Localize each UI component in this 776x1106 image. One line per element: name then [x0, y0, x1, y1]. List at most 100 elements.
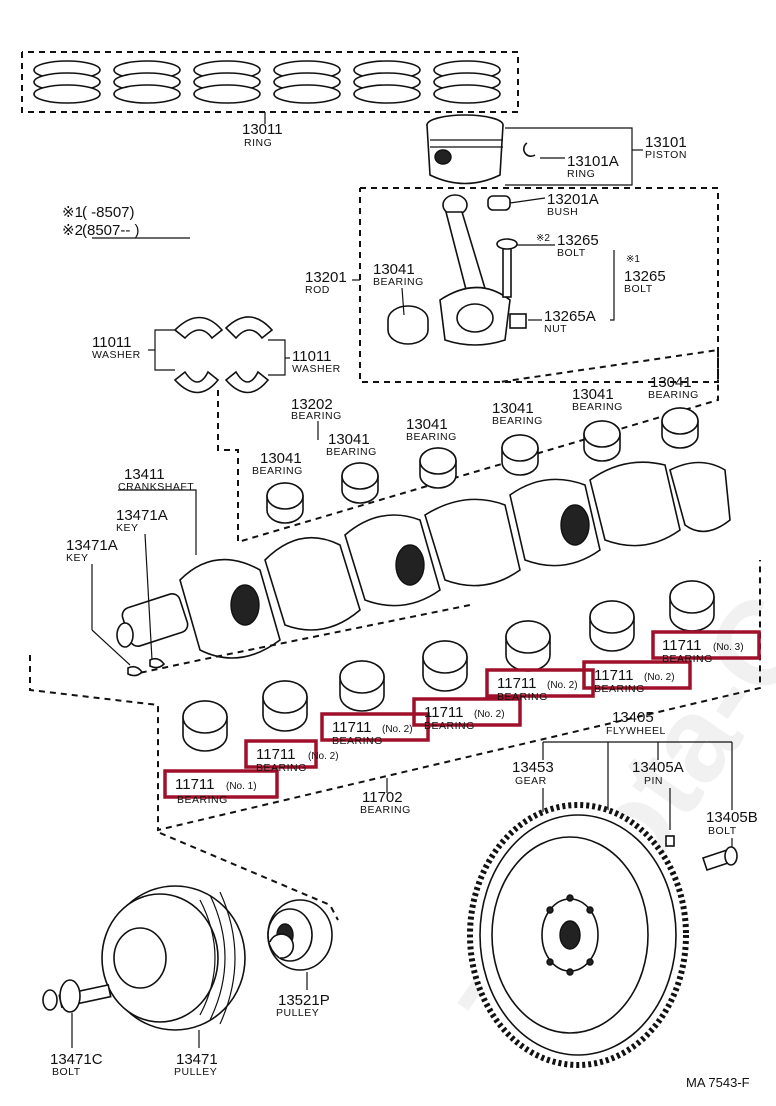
bearing-11711-no2-b-name: BEARING: [332, 735, 383, 747]
crankshaft-part-name: CRANKSHAFT: [118, 481, 194, 493]
crank-bearing-6-part-number: 13041: [650, 374, 692, 391]
flywheel-bolt-part-number: 13405B: [706, 809, 758, 826]
note-2-mark: ※2: [62, 222, 83, 239]
ring-part-number: 13011: [242, 121, 283, 138]
piston-ring-part-name: RING: [567, 168, 595, 180]
crank-bearing-6-part-name: BEARING: [648, 389, 699, 401]
bearing-11711-no2-c-name: BEARING: [424, 720, 475, 732]
bearing-11711-no2-e-name: BEARING: [594, 683, 645, 695]
crank-bearing-1-part-name: BEARING: [252, 465, 303, 477]
bearing-11711-no2-c-number: 11711: [424, 704, 464, 721]
key-b-part-number: 13471A: [66, 537, 118, 554]
bolt-1-part-name: BOLT: [624, 283, 653, 295]
connecting-rod-drawing: [387, 194, 527, 346]
bearing-11711-no2-b-suffix: (No. 2): [382, 724, 413, 735]
main-bearing-part-name: BEARING: [360, 804, 411, 816]
crank-bearing-2-part-number: 13041: [328, 431, 370, 448]
gear-part-name: GEAR: [515, 775, 547, 787]
bolt-2-part-name: BOLT: [557, 247, 586, 259]
footer-code: MA 7543-F: [686, 1075, 750, 1090]
note-1-mark: ※1: [62, 204, 83, 221]
bolt-1-part-number: 13265: [624, 268, 666, 285]
crank-bearing-3-part-number: 13041: [406, 416, 448, 433]
timing-pulley-drawing: [267, 899, 333, 971]
washer-right-part-name: WASHER: [292, 363, 341, 375]
bearing-11711-no1-suffix: (No. 1): [226, 781, 257, 792]
crank-bearing-3-part-name: BEARING: [406, 431, 457, 443]
flywheel-bolt-part-name: BOLT: [708, 825, 737, 837]
bearing-11711-no2-d-suffix: (No. 2): [547, 680, 578, 691]
bearing-11711-no2-a-suffix: (No. 2): [308, 751, 339, 762]
piston-part-name: PISTON: [645, 149, 687, 161]
pulley-p-part-number: 13521P: [278, 992, 330, 1009]
nut-part-name: NUT: [544, 323, 567, 335]
crankshaft-drawing: [116, 461, 731, 659]
pulley-bolt-part-number: 13471C: [50, 1051, 103, 1068]
crank-bearing-2-part-name: BEARING: [326, 446, 377, 458]
note-1-text: ( -8507): [82, 204, 135, 221]
pulley-p-part-name: PULLEY: [276, 1007, 319, 1019]
pulley-part-name: PULLEY: [174, 1066, 217, 1078]
piston-part-number: 13101: [645, 134, 687, 151]
bearing-11711-no3[interactable]: 11711 (No. 3) BEARING: [651, 630, 761, 665]
piston-drawing: [426, 114, 536, 185]
crank-bearing-4-part-number: 13041: [492, 400, 534, 417]
bearing-11711-no2-e-number: 11711: [594, 667, 634, 684]
lower-bearing-shells: [182, 580, 715, 752]
bearing-11711-no1-name: BEARING: [177, 794, 228, 806]
pin-part-number: 13405A: [632, 759, 684, 776]
bearing-11711-no1[interactable]: 11711 (No. 1) BEARING: [163, 769, 279, 806]
crank-bearing-1-part-number: 13041: [260, 450, 302, 467]
bearing-11711-no2-d-name: BEARING: [497, 691, 548, 703]
pulley-part-number: 13471: [176, 1051, 218, 1068]
bearing-11711-no3-suffix: (No. 3): [713, 642, 744, 653]
bolt-2-mark: ※2: [536, 233, 550, 244]
flywheel-part-number: 13405: [612, 709, 654, 726]
thrust-washers-drawing: [173, 316, 274, 394]
key-a-part-number: 13471A: [116, 507, 168, 524]
washer-left-part-name: WASHER: [92, 349, 141, 361]
bush-part-name: BUSH: [547, 206, 578, 218]
crank-bearing-5-part-name: BEARING: [572, 401, 623, 413]
ring-part-name: RING: [244, 137, 272, 149]
bearing-11711-no2-b[interactable]: 11711 (No. 2) BEARING: [320, 712, 430, 747]
bearing-11711-no2-d-number: 11711: [497, 675, 537, 692]
nut-part-number: 13265A: [544, 308, 596, 325]
crank-bearing-5-part-number: 13041: [572, 386, 614, 403]
bearing-11711-no2-a-name: BEARING: [256, 762, 307, 774]
key-a-part-name: KEY: [116, 522, 139, 534]
main-bearing-part-number: 11702: [362, 789, 403, 806]
crank-bearing-4-part-name: BEARING: [492, 415, 543, 427]
key-b-part-name: KEY: [66, 552, 89, 564]
bearing-11711-no2-d[interactable]: 11711 (No. 2) BEARING: [485, 668, 595, 703]
washer-left-part-number: 11011: [92, 334, 132, 351]
piston-ring-set: [21, 51, 519, 113]
bearing-11711-no2-b-number: 11711: [332, 719, 372, 736]
crank-pulley-drawing: [42, 885, 246, 1031]
note-2-text: (8507-- ): [82, 222, 140, 239]
bearing-11711-no2-a[interactable]: 11711 (No. 2) BEARING: [244, 739, 339, 774]
crankshaft-part-number: 13411: [124, 466, 165, 483]
bearing-11711-no3-name: BEARING: [662, 653, 713, 665]
rod-part-number: 13201: [305, 269, 347, 286]
bolt-1-mark: ※1: [626, 254, 640, 265]
gear-part-number: 13453: [512, 759, 554, 776]
bearing-11711-no3-number: 11711: [662, 637, 702, 654]
bearing-13202-part-number: 13202: [291, 396, 333, 413]
rod-bearing-part-name: BEARING: [373, 276, 424, 288]
bolt-2-part-number: 13265: [557, 232, 599, 249]
bearing-11711-no2-c-suffix: (No. 2): [474, 709, 505, 720]
bearing-11711-no2-a-number: 11711: [256, 746, 296, 763]
pin-part-name: PIN: [644, 775, 663, 787]
bearing-11711-no2-e[interactable]: 11711 (No. 2) BEARING: [582, 660, 692, 695]
piston-ring-part-number: 13101A: [567, 153, 619, 170]
flywheel-drawing: [467, 802, 738, 1068]
rod-bearing-part-number: 13041: [373, 261, 415, 278]
flywheel-part-name: FLYWHEEL: [606, 725, 666, 737]
bearing-11711-no2-c[interactable]: 11711 (No. 2) BEARING: [412, 697, 522, 732]
bearing-13202-part-name: BEARING: [291, 410, 342, 422]
rod-part-name: ROD: [305, 284, 330, 296]
pulley-bolt-part-name: BOLT: [52, 1066, 81, 1078]
bush-part-number: 13201A: [547, 191, 599, 208]
